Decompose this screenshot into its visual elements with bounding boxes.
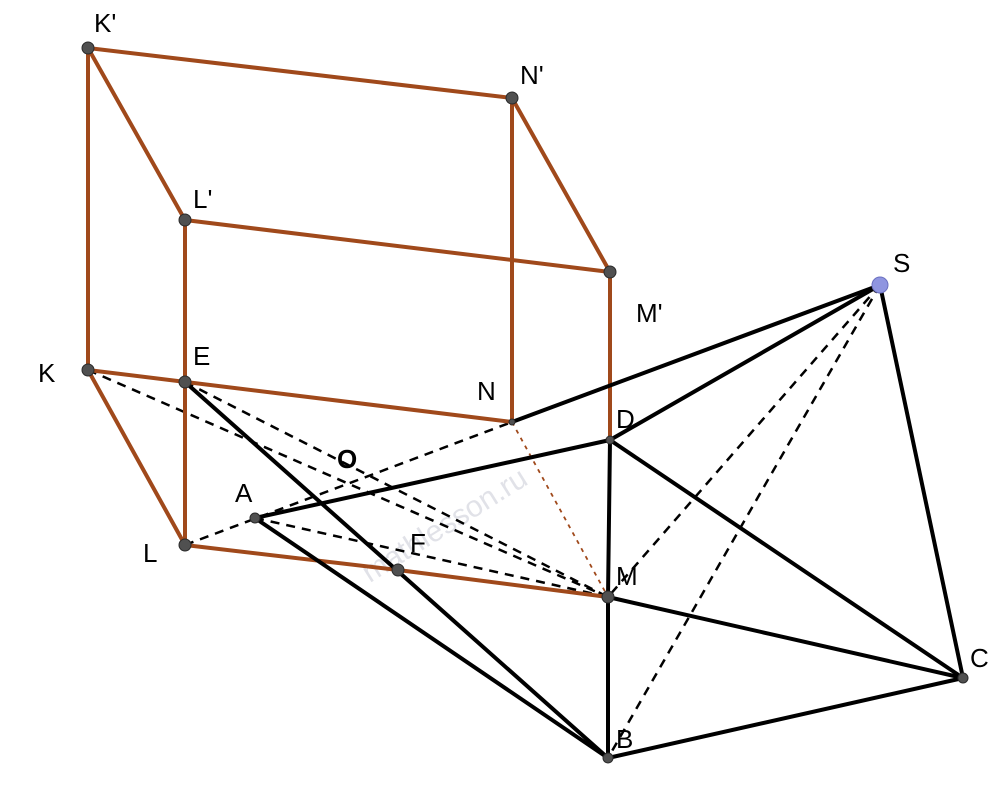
vertex-S-apex bbox=[871, 276, 889, 294]
label-K-prime: K' bbox=[94, 8, 116, 38]
label-L: L bbox=[143, 538, 157, 568]
vertex-A bbox=[249, 512, 261, 524]
edge-Kp-Lp bbox=[86, 46, 187, 222]
label-E: E bbox=[193, 341, 210, 371]
label-M: M bbox=[616, 561, 638, 591]
label-M-prime: M' bbox=[636, 298, 663, 328]
label-L-prime: L' bbox=[193, 184, 212, 214]
label-N-prime: N' bbox=[520, 60, 544, 90]
vertex-K-prime bbox=[81, 41, 95, 55]
vertex-F bbox=[391, 563, 405, 577]
edge-K-L bbox=[86, 368, 187, 547]
edge-D-S bbox=[608, 283, 882, 442]
edge-Np-Mp bbox=[510, 96, 612, 274]
edge-D-C bbox=[608, 438, 965, 680]
edge-K-M-dashed bbox=[87, 368, 609, 599]
pyramid-edges bbox=[183, 283, 965, 760]
edge-B-C bbox=[606, 676, 965, 760]
edge-S-B-dashed bbox=[606, 284, 882, 759]
edge-A-M-dashed bbox=[254, 516, 609, 599]
vertex-N-prime bbox=[505, 91, 519, 105]
edge-S-C bbox=[878, 283, 965, 680]
label-N: N bbox=[477, 376, 496, 406]
vertex-C bbox=[957, 672, 969, 684]
vertex-B bbox=[602, 752, 614, 764]
label-D: D bbox=[616, 404, 635, 434]
edge-S-M-dashed bbox=[607, 284, 881, 598]
point-labels: K' N' L' M' S K E N D O A F L M C B bbox=[38, 8, 989, 754]
vertex-L-prime bbox=[178, 213, 192, 227]
label-S: S bbox=[893, 248, 910, 278]
label-C: C bbox=[970, 643, 989, 673]
edge-A-D bbox=[253, 438, 612, 520]
edge-N-S bbox=[510, 283, 882, 424]
edge-Kp-Np bbox=[86, 46, 514, 100]
edge-L-F bbox=[183, 543, 400, 572]
edge-Lp-Mp bbox=[183, 218, 612, 274]
label-F: F bbox=[410, 528, 426, 558]
prism-edges bbox=[86, 46, 612, 599]
edge-N-M-dashed bbox=[511, 421, 609, 598]
edge-A-B bbox=[253, 516, 610, 760]
label-A: A bbox=[235, 478, 253, 508]
vertex-L bbox=[178, 538, 192, 552]
vertex-N bbox=[508, 418, 516, 426]
edge-M-C bbox=[606, 595, 965, 680]
edge-K-N bbox=[86, 368, 514, 424]
vertex-E bbox=[178, 375, 192, 389]
edge-F-M bbox=[396, 568, 610, 599]
vertex-M bbox=[601, 590, 615, 604]
edge-L-N-dashed bbox=[184, 420, 513, 547]
label-K: K bbox=[38, 358, 56, 388]
label-O: O bbox=[337, 444, 357, 474]
vertices bbox=[81, 41, 969, 764]
edge-D-M bbox=[606, 438, 612, 599]
vertex-D bbox=[605, 435, 615, 445]
label-B: B bbox=[616, 724, 633, 754]
vertex-K bbox=[81, 363, 95, 377]
vertex-M-prime bbox=[603, 265, 617, 279]
